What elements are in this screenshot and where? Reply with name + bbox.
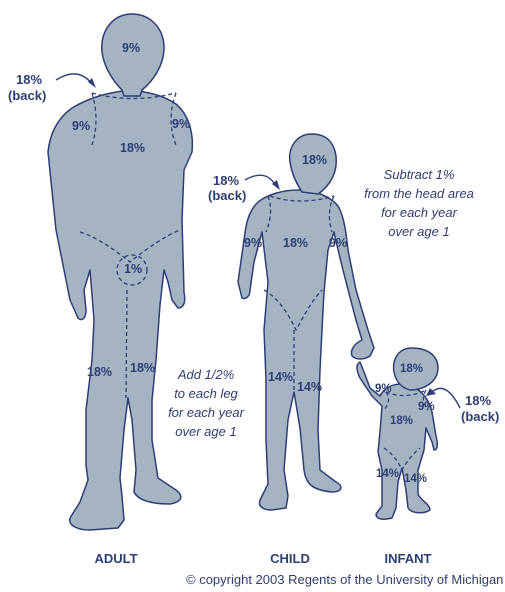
head-note-line-3: for each year: [381, 205, 458, 220]
adult-back-label: (back): [8, 88, 46, 103]
copyright-notice: © copyright 2003 Regents of the Universi…: [186, 572, 503, 587]
infant-head-percent: 18%: [400, 363, 423, 375]
infant-left-arm-percent: 9%: [375, 383, 392, 395]
adult-right-arm-percent: 9%: [172, 117, 190, 131]
infant-back-label: (back): [461, 409, 499, 424]
head-note-line-2: from the head area: [364, 186, 474, 201]
adult-back-percent: 18%: [16, 72, 42, 87]
child-figure: 18% 9% 9% 18% 14% 14% 18% (back): [208, 134, 374, 510]
infant-back-arrow: [432, 388, 460, 408]
adult-figure: 9% 9% 9% 18% 1% 18% 18% 18% (back): [8, 14, 192, 530]
infant-left-leg-percent: 14%: [376, 468, 399, 480]
child-right-arm-percent: 9%: [329, 236, 347, 250]
adult-head-percent: 9%: [122, 41, 140, 55]
infant-torso-percent: 18%: [390, 415, 413, 427]
leg-note: Add 1/2% to each leg for each year over …: [168, 367, 245, 439]
child-caption: CHILD: [270, 551, 310, 566]
adult-right-leg-percent: 18%: [130, 361, 155, 375]
adult-genital-percent: 1%: [124, 262, 142, 276]
infant-back-percent: 18%: [465, 393, 491, 408]
head-note-line-1: Subtract 1%: [384, 167, 455, 182]
child-back-percent: 18%: [213, 173, 239, 188]
adult-head: [102, 14, 164, 96]
leg-note-line-3: for each year: [168, 405, 245, 420]
adult-back-arrowhead: [88, 78, 96, 88]
leg-note-line-2: to each leg: [174, 386, 238, 401]
child-left-arm-percent: 9%: [244, 236, 262, 250]
leg-note-line-4: over age 1: [175, 424, 236, 439]
child-back-label: (back): [208, 188, 246, 203]
child-head-percent: 18%: [302, 153, 327, 167]
infant-right-arm-percent: 9%: [418, 401, 435, 413]
leg-note-line-1: Add 1/2%: [177, 367, 234, 382]
head-note-line-4: over age 1: [388, 224, 449, 239]
adult-left-leg-percent: 18%: [87, 365, 112, 379]
adult-torso-percent: 18%: [120, 141, 145, 155]
adult-back-arrow: [56, 74, 92, 84]
child-left-leg-percent: 14%: [268, 370, 293, 384]
infant-figure: 18% 9% 9% 18% 14% 14% 18% (back): [357, 348, 499, 519]
adult-caption: ADULT: [94, 551, 137, 566]
head-note: Subtract 1% from the head area for each …: [364, 167, 474, 239]
adult-body: [48, 90, 192, 530]
adult-left-arm-percent: 9%: [72, 119, 90, 133]
infant-right-leg-percent: 14%: [404, 473, 427, 485]
child-torso-percent: 18%: [283, 236, 308, 250]
infant-caption: INFANT: [385, 551, 432, 566]
child-right-leg-percent: 14%: [297, 380, 322, 394]
infant-back-arrowhead: [426, 388, 436, 396]
child-back-arrow: [245, 175, 276, 186]
